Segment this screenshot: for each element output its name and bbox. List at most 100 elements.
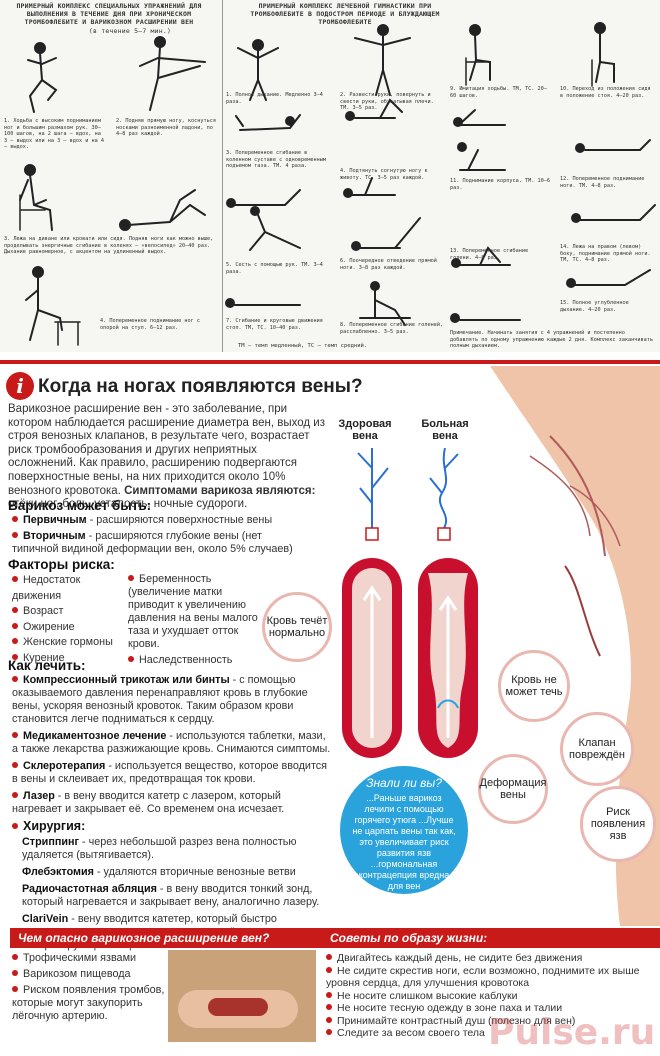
did-you-know-title: Знали ли вы? [366,776,442,790]
risk-title: Факторы риска: [8,557,115,572]
section-divider [0,360,660,364]
treat-item-desc: - с помощью оказываемого давления перена… [12,674,308,725]
advice-list: Двигайтесь каждый день, не сидите без дв… [326,952,648,1040]
caption-c3-12: 12. Попеременное поднимание ноги. ТМ. 4—… [560,176,645,189]
caption-c2-3: 3. Попеременное сгибание в коленном суст… [226,150,326,169]
treat-list: Компрессионный трикотаж или бинты - с по… [12,674,332,952]
advice-item: Не носите тесную одежду в зоне паха и та… [326,1002,648,1015]
scan-legend: ТМ — темп медленный, ТС — темп средний. [238,343,368,349]
advice-header: Советы по образу жизни: [322,928,660,948]
watermark: Pulse.ru [488,1012,656,1053]
surg-item-label: Флебэктомия [22,866,94,878]
surg-item-desc: - удаляются вторичные венозные ветви [93,866,296,878]
danger-item: Варикозом пищевода [12,968,172,981]
surg-item-desc: - через небольшой разрез вена полностью … [22,836,297,861]
intro-body: Варикозное расширение вен - это заболева… [8,403,325,497]
healthy-vein-label: Здоровая вена [338,418,392,442]
caption-c2-4: 4. Подтянуть согнутую ногу к животу. ТС.… [340,168,428,181]
caption-c2-1: 1. Полное дыхание. Медленно 3—4 раза. [226,92,323,105]
types-title: Варикоз может быть: [8,498,152,513]
advice-item: Не носите слишком высокие каблуки [326,990,648,1003]
treat-item-label: Лазер [23,790,55,802]
symptoms-label: Симптомами варикоза являются: [124,484,316,497]
advice-item: Принимайте контрастный душ (полезно для … [326,1015,648,1028]
caption-c3-10: 10. Переход из положения сидя в положени… [560,86,651,99]
caption-c3-11: 11. Поднимание корпуса. ТМ. 10—6 раз. [450,178,550,191]
type-primary-desc: - расширяются поверхностные вены [86,514,273,526]
advice-item: Следите за весом своего тела [326,1027,648,1040]
caption-c2-7: 7. Сгибание и круговые движения стоп. ТМ… [226,318,323,331]
did-you-know-text: ...Раньше варикоз лечили с помощью горяч… [352,793,456,891]
treat-item-desc: - в вену вводится катетр с лазером, кото… [12,790,285,815]
risk-item: Возраст [12,604,132,620]
surg-item-label: Радиочастотная абляция [22,883,157,895]
treat-item-desc: - используется вещество, которое вводитс… [12,760,328,785]
exercise-scan-panel: ПРИМЕРНЫЙ КОМПЛЕКС СПЕЦИАЛЬНЫХ УПРАЖНЕНИ… [0,0,660,352]
caption-c3-13: 13. Попеременное сгибание голени. 4—8 ра… [450,248,529,261]
scan-note: Примечание. Начинать занятия с 4 упражне… [450,330,654,349]
did-you-know-circle: Знали ли вы? ...Раньше варикоз лечили с … [340,766,468,894]
ulcer-risk-label: Риск появления язв [580,786,656,862]
risk-item: Недостаток движения [12,573,132,604]
risk-item: Ожирение [12,620,132,636]
danger-list: Трофическими язвами Варикозом пищевода Р… [12,952,172,1023]
treat-item: Медикаментозное лечение - используются т… [12,730,332,756]
surg-item-label: Стриппинг [22,836,80,848]
surgery-title-text: Хирургия: [23,819,86,833]
type-primary-label: Первичным [23,514,87,526]
caption-c1-1: 1. Ходьба с высоким подниманием ног и бо… [4,118,104,150]
caption-c2-6: 6. Поочередное отведение прямой ноги. 3—… [340,258,437,271]
risk-item: Наследственность [128,654,268,667]
col2-title: ПРИМЕРНЫЙ КОМПЛЕКС ЛЕЧЕБНОЙ ГИМНАСТИКИ П… [250,2,440,26]
exercise-illustrations [19,22,656,346]
treat-item-label: Компрессионный трикотаж или бинты [23,674,230,686]
treat-item: Склеротерапия - используется вещество, к… [12,760,332,786]
caption-c2-5: 5. Сесть с помощью рук. ТМ. 3—4 раза. [226,262,323,275]
treat-item-label: Медикаментозное лечение [23,730,167,742]
type-primary: Первичным - расширяются поверхностные ве… [12,514,312,527]
treat-item: Компрессионный трикотаж или бинты - с по… [12,674,332,726]
type-secondary-desc: - расширяются глубокие вены (нет типично… [12,530,293,555]
surg-item: Стриппинг - через небольшой разрез вена … [22,836,332,862]
danger-header: Чем опасно варикозное расширение вен? [10,928,326,948]
caption-c1-4: 4. Попеременное поднимание ног с опорой … [100,318,200,331]
risk-list-left: Недостаток движения Возраст Ожирение Жен… [12,573,132,666]
danger-item: Трофическими язвами [12,952,172,965]
risk-list-right: Беременность (увеличение матки приводит … [128,573,268,667]
type-secondary-label: Вторичным [23,530,86,542]
treat-item: Лазер - в вену вводится катетр с лазером… [12,790,332,816]
ulcer-photo [168,950,316,1042]
risk-item: Женские гормоны [12,635,132,651]
vein-diagram [342,448,478,758]
intro-text: Варикозное расширение вен - это заболева… [8,403,326,512]
page-title: Когда на ногах появляются вены? [38,376,363,397]
info-icon: i [6,372,34,400]
type-secondary: Вторичным - расширяются глубокие вены (н… [12,530,302,556]
no-flow-label: Кровь не может течь [498,650,570,722]
surg-item: Радиочастотная абляция - в вену вводится… [22,883,332,909]
caption-c3-9: 9. Имитация ходьбы. ТМ, ТС. 20—60 шагов. [450,86,547,99]
caption-c3-14: 14. Лежа на правом (левом) боку, поднима… [560,244,651,263]
caption-c1-3: 3. Лежа на диване или кровати или сидя. … [4,236,214,255]
surgery-title: Хирургия: [12,820,332,833]
flow-normal-label: Кровь течёт нормально [262,592,332,662]
surg-item-desc: - в вену вводится тонкий зонд, который н… [22,883,320,908]
leg-illustration [490,366,660,926]
surg-item-label: ClariVein [22,913,69,925]
col1-title: ПРИМЕРНЫЙ КОМПЛЕКС СПЕЦИАЛЬНЫХ УПРАЖНЕНИ… [16,2,202,26]
valve-damaged-label: Клапан повреждён [560,712,634,786]
risk-item: Курение [12,651,132,667]
caption-c2-8: 8. Попеременное сгибание голеней, рассла… [340,322,444,335]
danger-item: Риском появления тромбов, которые могут … [12,984,172,1023]
col1-subtitle: (в течение 5—7 мин.) [88,27,172,35]
surg-item: Флебэктомия - удаляются вторичные венозн… [22,866,332,879]
column-divider [222,0,223,352]
treat-item-desc: - используются таблетки, мази, а также л… [12,730,331,755]
sick-vein-label: Больная вена [421,418,469,442]
advice-item: Не сидите скрестив ноги, если возможно, … [326,965,648,990]
treat-item-label: Склеротерапия [23,760,106,772]
caption-c1-2: 2. Подняв прямую ногу, коснуться носками… [116,118,216,137]
vein-deformation-label: Деформация вены [478,754,548,824]
caption-c2-2: 2. Развести руки, повернуть и свести рук… [340,92,434,111]
risk-item: Беременность (увеличение матки приводит … [128,573,268,651]
